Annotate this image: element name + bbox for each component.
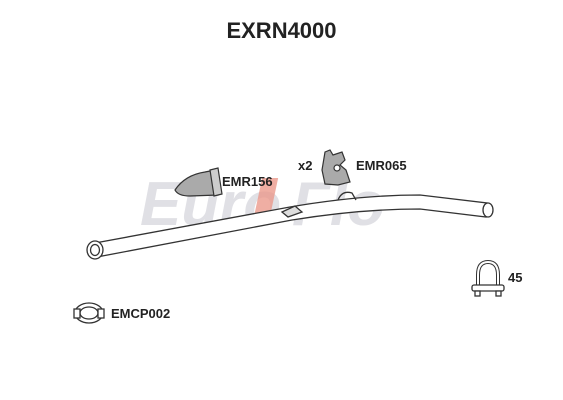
exhaust-pipe-icon — [86, 191, 494, 260]
label-emcp002: EMCP002 — [111, 306, 171, 321]
watermark-accent — [254, 178, 279, 216]
rubber-hanger-icon — [174, 167, 223, 197]
u-bolt-clamp-icon — [471, 259, 505, 297]
part-number-title: EXRN4000 — [226, 18, 337, 43]
label-emr065-quantity: x2 — [298, 158, 313, 173]
label-emr065: EMR065 — [356, 158, 407, 173]
label-emr156: EMR156 — [222, 174, 273, 189]
exhaust-mount-icon — [321, 149, 351, 186]
label-u-bolt-45: 45 — [508, 270, 523, 285]
pipe-clamp-icon — [73, 302, 105, 324]
